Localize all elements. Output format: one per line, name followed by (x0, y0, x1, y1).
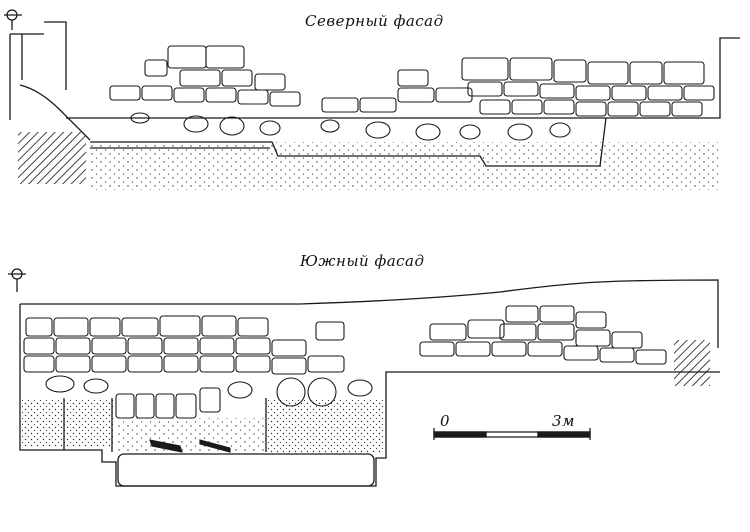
north-facade-elevation (4, 9, 740, 190)
scale-bar (433, 428, 591, 440)
fill-right (268, 400, 384, 454)
datum-marker-south (8, 268, 26, 292)
south-facade-elevation (8, 268, 720, 487)
ground-fill (90, 142, 720, 190)
south-facade-title: Южный фасад (300, 252, 425, 270)
datum-marker-north (4, 9, 22, 30)
scale-end-label: 3м (552, 412, 575, 430)
ground-surface-south (20, 279, 719, 348)
pit-floor (117, 453, 375, 487)
north-masonry (109, 45, 715, 141)
section-cut-right (674, 340, 710, 386)
ground-surface (66, 37, 740, 119)
fill-left (22, 400, 114, 448)
left-wall-outline (9, 21, 67, 120)
north-facade-title: Северный фасад (305, 12, 444, 30)
section-cut-left (18, 132, 86, 184)
south-masonry (23, 305, 667, 453)
excavation-outline (19, 304, 720, 487)
scale-start-label: 0 (440, 412, 451, 430)
foundation-line (90, 117, 607, 167)
